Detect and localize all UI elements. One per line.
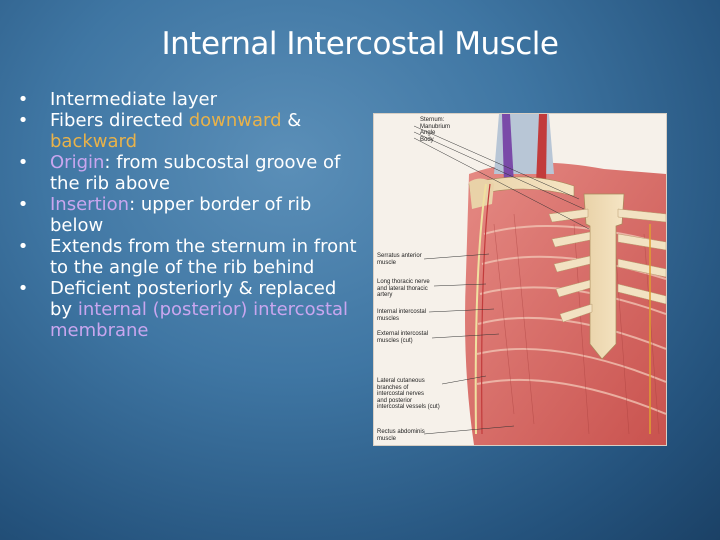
bullet-highlight: Origin [50,152,105,173]
bullet-marker: • [17,152,29,173]
bullet-text: Extends from the sternum in front to the… [50,236,357,278]
label-lateral-cutaneous-branches: Lateral cutaneous branches of intercosta… [377,378,440,410]
label-internal-intercostal: Internal intercostal muscles [377,309,427,322]
anatomy-illustration: Sternum: Manubrium Angle Body Serratus a… [373,113,667,446]
bullet-item: • Fibers directed downward & backward [16,110,361,152]
label-external-intercostal: External intercostal muscles (cut) [377,331,429,344]
bullet-highlight: internal (posterior) intercostal membran… [50,299,349,341]
bullet-text: & [281,110,302,131]
bullet-marker: • [17,194,29,215]
bullet-item: • Intermediate layer [16,89,361,110]
bullet-text: Deficient posteriorly & replaced by [50,278,337,320]
bullet-list: • Intermediate layer • Fibers directed down… [16,89,361,341]
slide-title: Internal Intercostal Muscle [161,26,559,62]
bullet-marker: • [17,278,29,299]
bullet-marker: • [17,89,29,110]
label-serratus-anterior: Serratus anterior muscle [377,253,422,266]
bullet-marker: • [17,236,29,257]
bullet-text: Intermediate layer [50,89,218,110]
bullet-item: • Origin: from subcostal groove of the ri… [16,152,361,194]
bullet-item: • Insertion: upper border of rib below [16,194,361,236]
label-rectus-abdominis: Rectus abdominis muscle [377,429,425,442]
bullet-item: • Extends from the sternum in front to th… [16,236,361,278]
bullet-text: : from subcostal groove of the rib above [50,152,341,194]
label-long-thoracic-nerve: Long thoracic nerve and lateral thoracic… [377,279,430,298]
bullet-marker: • [17,110,29,131]
bullet-highlight: backward [50,131,138,152]
bullet-text: : upper border of rib below [50,194,312,236]
label-sternum: Sternum: Manubrium Angle Body [420,117,451,143]
bullet-highlight: downward [188,110,282,131]
bullet-text: Fibers directed [50,110,189,131]
bullet-item: • Deficient posteriorly & replaced by int… [16,278,361,341]
bullet-highlight: Insertion [50,194,130,215]
chest-wall-drawing [413,114,666,445]
